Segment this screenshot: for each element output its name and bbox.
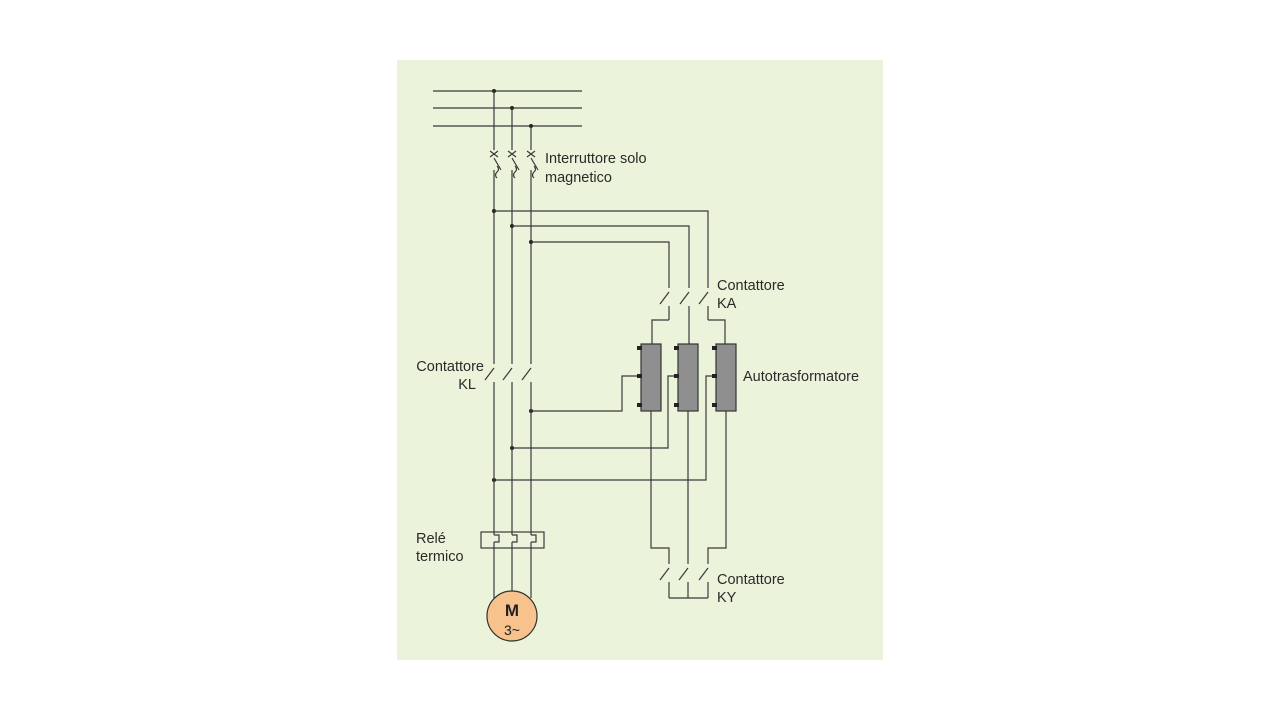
diagram-panel [397, 60, 883, 660]
motor-label-phase: 3~ [504, 622, 520, 638]
phase-conductors-upper [493, 91, 532, 150]
contactor-ka-contacts [651, 286, 726, 345]
autotransformer-windings [637, 343, 737, 412]
ka-feed-branches [494, 210, 709, 286]
thermal-relay-label-line2: termico [416, 549, 464, 565]
motor-feed-wires [493, 548, 532, 598]
autotransformer-tap-wires [492, 375, 712, 482]
contactor-ka-label-line1: Contattore [717, 278, 785, 294]
contactor-kl-contacts [484, 362, 532, 386]
contactor-ky-label-line1: Contattore [717, 572, 785, 588]
phase-conductors-lower [493, 386, 532, 532]
motor-label-m: M [505, 601, 519, 620]
contactor-ky-contacts [659, 562, 709, 599]
magnetic-breaker-symbol [489, 150, 539, 179]
thermal-relay-label-line1: Relé [416, 531, 446, 547]
breaker-label-line2: magnetico [545, 170, 612, 186]
contactor-ky-label-line2: KY [717, 590, 737, 606]
autotransformer-label: Autotrasformatore [743, 369, 859, 385]
contactor-ka-label-line2: KA [717, 296, 737, 312]
phase-conductors-main [492, 178, 533, 362]
contactor-kl-label-line1: Contattore [416, 359, 484, 375]
breaker-label-line1: Interruttore solo [545, 151, 647, 167]
thermal-relay-symbol [480, 531, 545, 549]
motor-symbol: M 3~ [486, 590, 538, 642]
autotransformer-star-wires [650, 411, 727, 562]
supply-busbars [433, 89, 582, 128]
contactor-kl-label-line2: KL [458, 377, 476, 393]
